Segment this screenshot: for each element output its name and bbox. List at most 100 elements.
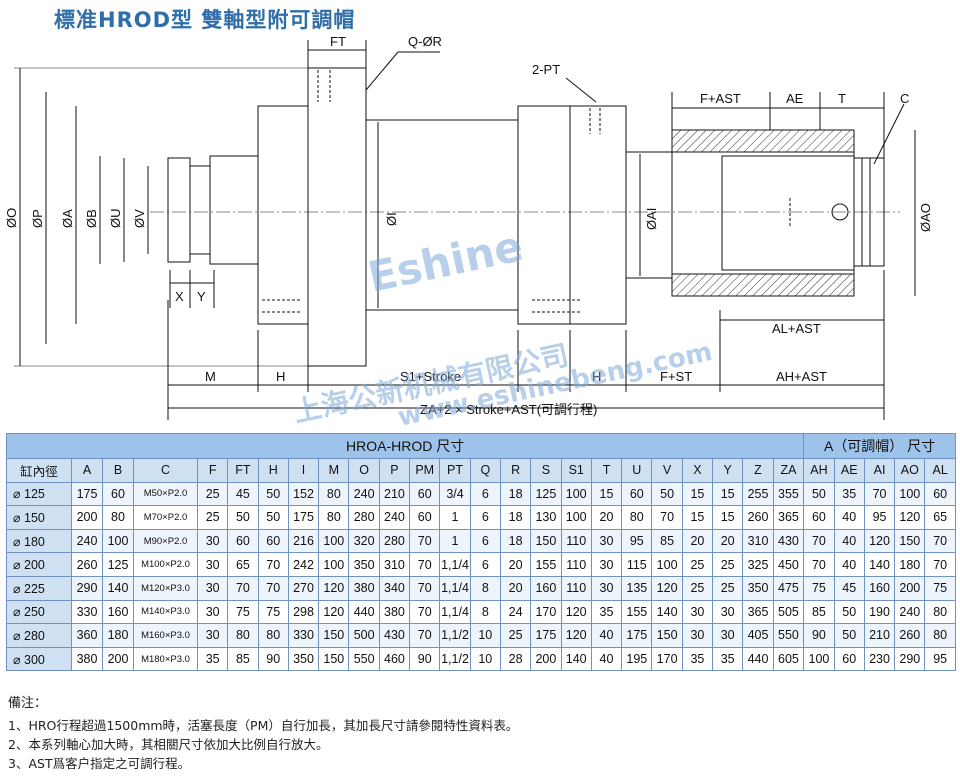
table-cell: 30 xyxy=(590,552,623,577)
table-cell: 125 xyxy=(530,481,562,507)
table-cell: 60 xyxy=(924,481,956,507)
table-cell: 260 xyxy=(894,623,926,648)
table-cell: 255 xyxy=(742,481,774,507)
table-cell: 325 xyxy=(742,552,774,577)
table-cell: 18 xyxy=(499,505,532,530)
table-cell: 100 xyxy=(560,505,592,530)
table-cell: 50 xyxy=(833,599,865,625)
table-cell: 15 xyxy=(681,481,714,507)
column-header: O xyxy=(348,458,380,483)
column-header: R xyxy=(499,458,532,483)
table-cell: 365 xyxy=(772,505,805,530)
table-cell: 8 xyxy=(469,575,501,601)
table-cell: 25 xyxy=(681,575,714,601)
table-cell: 80 xyxy=(102,505,134,530)
cylinder-drawing: FT Q-ØR 2-PT F+AST AE T C ØO ØP ØA ØB ØU… xyxy=(4,34,933,428)
table-cell: 175 xyxy=(621,623,653,648)
table-cell: 50 xyxy=(257,481,289,507)
table-cell: 260 xyxy=(742,505,774,530)
column-header: AI xyxy=(863,458,896,483)
column-header: 缸內徑 xyxy=(6,458,72,483)
table-cell: 75 xyxy=(803,575,835,601)
table-cell: 290 xyxy=(71,575,103,601)
note-item: 2、本系列軸心加大時，其相關尺寸依加大比例自行放大。 xyxy=(8,737,329,752)
table-cell: 25 xyxy=(196,505,229,530)
table-cell: 65 xyxy=(924,505,956,530)
table-cell: 50 xyxy=(803,481,835,507)
table-cell: 355 xyxy=(772,481,805,507)
table-cell: 210 xyxy=(863,623,896,648)
table-cell: 25 xyxy=(499,623,532,648)
table-cell: 380 xyxy=(378,599,411,625)
table-cell: 170 xyxy=(530,599,562,625)
label-ai: ØAI xyxy=(644,208,659,230)
column-header: A xyxy=(71,458,103,483)
table-cell: 100 xyxy=(651,552,683,577)
column-header: S1 xyxy=(560,458,592,483)
table-cell: 24 xyxy=(499,599,532,625)
table-cell: 80 xyxy=(621,505,653,530)
table-cell: 280 xyxy=(348,505,380,530)
table-cell: 85 xyxy=(227,646,259,672)
left-cap xyxy=(257,105,309,325)
table-cell: 15 xyxy=(590,481,623,507)
table-cell: 10 xyxy=(469,623,501,648)
table-cell: 100 xyxy=(318,552,350,577)
table-cell: 240 xyxy=(71,528,103,554)
table-cell: 450 xyxy=(772,552,805,577)
right-cap-a xyxy=(517,105,571,325)
table-cell: 20 xyxy=(681,528,714,554)
table-cell: 280 xyxy=(378,528,411,554)
table-cell: 120 xyxy=(863,528,896,554)
table-cell: 430 xyxy=(378,623,411,648)
table-cell: 1,1/2 xyxy=(439,646,471,672)
table-cell: 140 xyxy=(102,575,134,601)
table-cell: 80 xyxy=(318,481,350,507)
table-cell: 3/4 xyxy=(439,481,471,507)
label-s1: S1+Stroke xyxy=(400,369,461,384)
table-cell: 350 xyxy=(348,552,380,577)
table-cell: 310 xyxy=(742,528,774,554)
table-cell: 70 xyxy=(803,528,835,554)
table-cell: 30 xyxy=(590,575,623,601)
right-rod xyxy=(625,151,673,279)
table-cell: 25 xyxy=(712,552,744,577)
table-cell: 25 xyxy=(196,481,229,507)
left-flange xyxy=(307,67,367,367)
right-cap-b xyxy=(569,105,627,325)
table-cell: 75 xyxy=(924,575,956,601)
table-cell: 70 xyxy=(924,528,956,554)
column-header: Y xyxy=(712,458,744,483)
table-cell: M160×P3.0 xyxy=(133,623,198,648)
table-cell: 70 xyxy=(651,505,683,530)
label-u: ØU xyxy=(108,209,123,229)
table-cell: 140 xyxy=(863,552,896,577)
table-cell: 40 xyxy=(590,623,623,648)
label-fst: F+ST xyxy=(660,369,692,384)
table-cell: 70 xyxy=(924,552,956,577)
table-cell: 216 xyxy=(287,528,320,554)
column-header: I xyxy=(287,458,320,483)
column-header: U xyxy=(621,458,653,483)
table-cell: 200 xyxy=(530,646,562,672)
column-header: ZA xyxy=(772,458,805,483)
label-h1: H xyxy=(276,369,285,384)
table-cell: M50×P2.0 xyxy=(133,481,198,507)
bore-cell: ⌀ 250 xyxy=(6,599,72,625)
table-cell: 100 xyxy=(803,646,835,672)
column-header: S xyxy=(530,458,562,483)
cylinder-tube xyxy=(365,119,519,311)
table-cell: 15 xyxy=(681,505,714,530)
table-cell: 1,1/4 xyxy=(439,599,471,625)
table-cell: 15 xyxy=(712,481,744,507)
table-cell: 190 xyxy=(863,599,896,625)
table-cell: 340 xyxy=(378,575,411,601)
table-group-adjust: A（可調帽） 尺寸 xyxy=(803,433,956,459)
table-cell: 85 xyxy=(803,599,835,625)
table-cell: 150 xyxy=(894,528,926,554)
table-cell: 210 xyxy=(378,481,411,507)
table-cell: 1,1/2 xyxy=(439,623,471,648)
label-za: ZA+2 × Stroke+AST(可調行程) xyxy=(420,402,597,417)
